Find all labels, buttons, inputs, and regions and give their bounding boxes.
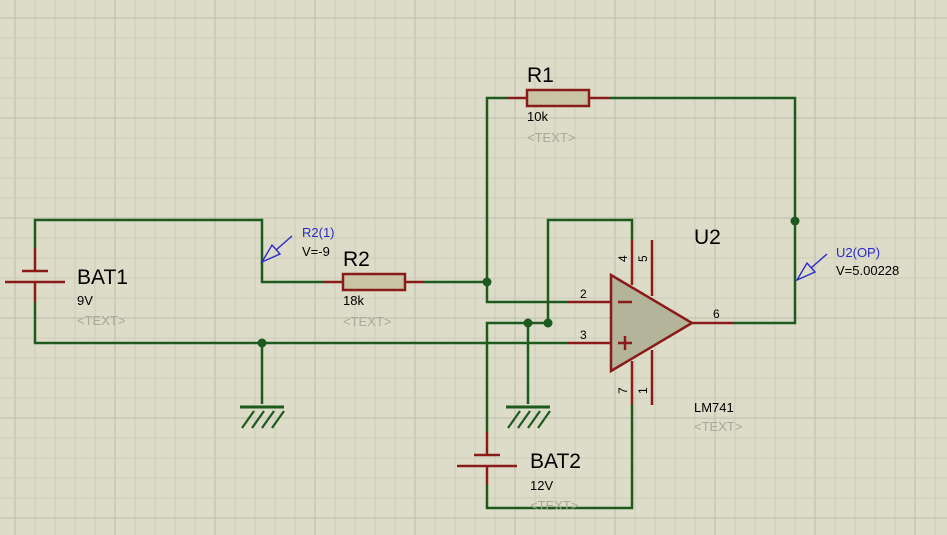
- r2-ref: R2: [343, 248, 370, 271]
- ground-hatch: [517, 410, 531, 429]
- probe-r2-reading: V=-9: [302, 244, 330, 259]
- pin-label-4: 4: [616, 255, 630, 262]
- junction-dot: [257, 338, 267, 348]
- wire-r2-to-inv-input[interactable]: [424, 280, 568, 304]
- ground-symbol[interactable]: [240, 405, 285, 429]
- ground-hatch: [537, 410, 551, 429]
- opamp-u2[interactable]: 2 3 6 4 5 7 1 U2 LM741 <TEXT>: [568, 226, 742, 434]
- probe-stem: [810, 253, 828, 269]
- pin-label-6: 6: [713, 307, 720, 321]
- pin-label-5: 5: [636, 255, 650, 262]
- r1-text: <TEXT>: [527, 130, 575, 145]
- voltage-probe-u2[interactable]: U2(OP) V=5.00228: [795, 245, 899, 282]
- ground-hatch: [527, 410, 541, 429]
- wire-ground-rail[interactable]: [33, 302, 568, 345]
- wire-pin4-supply[interactable]: [485, 218, 634, 432]
- probe-stem: [275, 235, 293, 251]
- r2-value: 18k: [343, 293, 364, 308]
- probe-arrow-icon: [795, 261, 817, 282]
- u2-ref: U2: [694, 226, 721, 249]
- ground-hatch: [507, 410, 521, 429]
- probe-u2-reading: V=5.00228: [836, 263, 899, 278]
- bat1-ref: BAT1: [77, 266, 128, 289]
- junction-dot: [790, 216, 800, 226]
- bat2-ref: BAT2: [530, 450, 581, 473]
- r1-ref: R1: [527, 64, 554, 87]
- bat1-text: <TEXT>: [77, 313, 125, 328]
- u2-text: <TEXT>: [694, 419, 742, 434]
- pin-label-1: 1: [636, 387, 650, 394]
- resistor-r1[interactable]: R1 10k <TEXT>: [507, 64, 609, 145]
- resistor-r2[interactable]: R2 18k <TEXT>: [323, 248, 424, 329]
- resistor-body: [341, 272, 407, 292]
- junctions: [257, 216, 800, 348]
- battery-bat1[interactable]: BAT1 9V <TEXT>: [5, 248, 128, 328]
- bat1-value: 9V: [77, 293, 93, 308]
- wire-bat2-to-pin7[interactable]: [485, 405, 634, 510]
- wire-bat1-to-r2[interactable]: [33, 218, 323, 284]
- pin-label-3: 3: [580, 328, 587, 342]
- probe-arrow-icon: [260, 243, 282, 264]
- ground-hatch: [241, 410, 255, 429]
- pin-label-2: 2: [580, 287, 587, 301]
- junction-dot: [482, 277, 492, 287]
- bat2-text: <TEXT>: [530, 498, 578, 513]
- ground-hatch: [271, 410, 285, 429]
- wires: [33, 96, 797, 510]
- opamp-body: [609, 272, 695, 374]
- battery-bat2[interactable]: BAT2 12V <TEXT>: [457, 432, 581, 513]
- r2-text: <TEXT>: [343, 314, 391, 329]
- r1-value: 10k: [527, 109, 548, 124]
- probe-r2-name: R2(1): [302, 225, 335, 240]
- voltage-probe-r2[interactable]: R2(1) V=-9: [260, 225, 335, 264]
- junction-dot: [543, 318, 553, 328]
- probe-u2-name: U2(OP): [836, 245, 880, 260]
- wire-r1-to-output[interactable]: [609, 96, 797, 325]
- ground-hatch: [251, 410, 265, 429]
- resistor-body: [525, 88, 591, 108]
- u2-part: LM741: [694, 400, 734, 415]
- wire-inv-node-to-r1[interactable]: [485, 96, 507, 282]
- junction-dot: [523, 318, 533, 328]
- pin-label-7: 7: [616, 387, 630, 394]
- bat2-value: 12V: [530, 478, 553, 493]
- ground-symbol[interactable]: [506, 405, 551, 429]
- ground-hatch: [261, 410, 275, 429]
